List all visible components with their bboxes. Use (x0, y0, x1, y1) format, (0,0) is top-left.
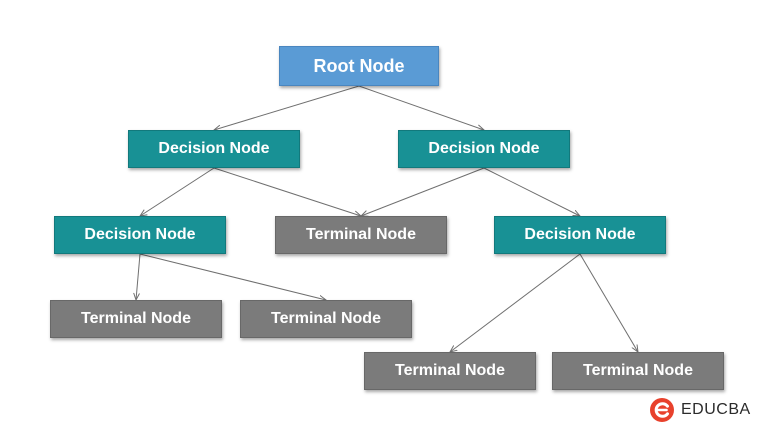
decision-node-left: Decision Node (128, 130, 300, 168)
terminal-node-bottom-3: Terminal Node (364, 352, 536, 390)
edge-decision_4-to-terminal_5 (579, 253, 638, 352)
edge-decision_1-to-decision_3 (140, 167, 215, 216)
edge-decision_2-to-terminal_1 (361, 167, 485, 216)
edge-decision_3-to-terminal_2 (136, 253, 141, 300)
terminal-node-middle: Terminal Node (275, 216, 447, 254)
edge-decision_1-to-terminal_1 (213, 167, 361, 216)
edge-root-to-decision_1 (214, 85, 360, 130)
root-node: Root Node (279, 46, 439, 86)
edge-decision_4-to-terminal_4 (450, 253, 581, 352)
edge-decision_2-to-decision_4 (483, 167, 580, 216)
educba-logo-icon (650, 398, 674, 422)
educba-logo: EDUCBA (649, 396, 751, 424)
decision-node-right-right: Decision Node (494, 216, 666, 254)
edge-decision_3-to-terminal_3 (139, 253, 326, 300)
brand-name: EDUCBA (681, 401, 751, 418)
terminal-node-bottom-4: Terminal Node (552, 352, 724, 390)
decision-node-right: Decision Node (398, 130, 570, 168)
terminal-node-bottom-2: Terminal Node (240, 300, 412, 338)
decision-node-left-left: Decision Node (54, 216, 226, 254)
terminal-node-bottom-1: Terminal Node (50, 300, 222, 338)
edge-root-to-decision_2 (358, 85, 484, 130)
